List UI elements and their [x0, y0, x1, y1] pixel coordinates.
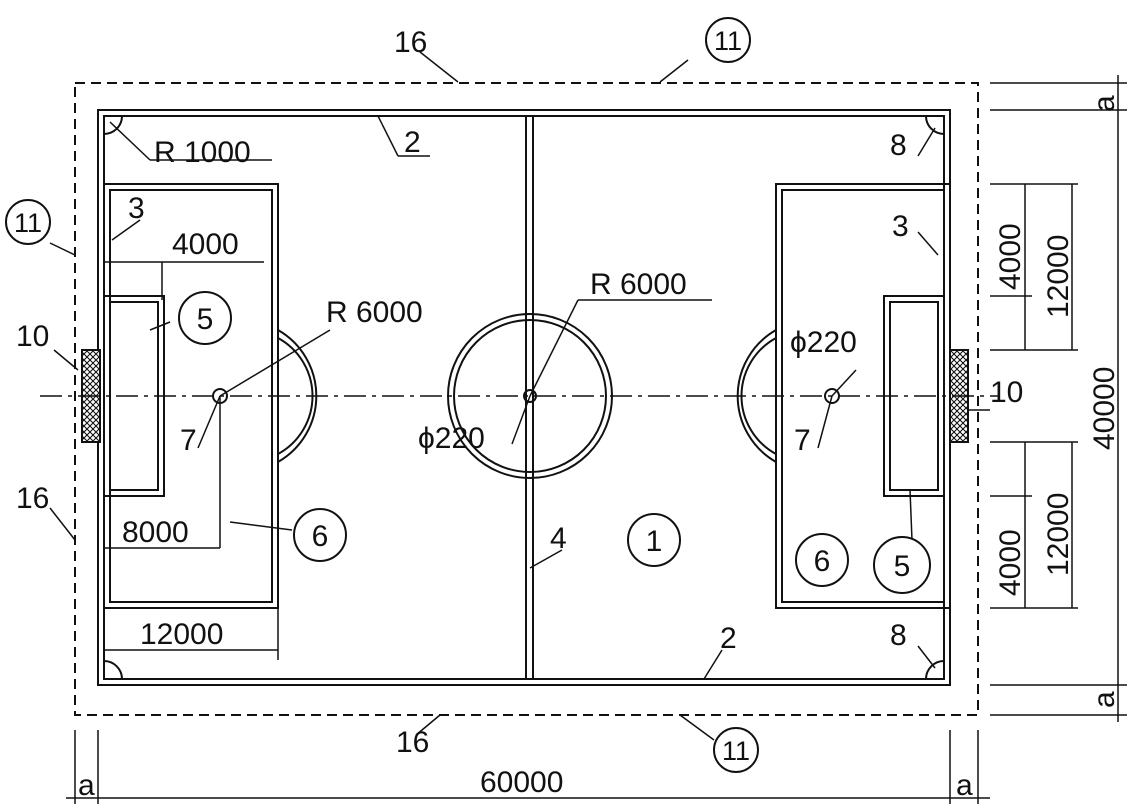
outer-boundary	[74, 82, 979, 716]
corner-arc-br	[925, 660, 945, 680]
label-goal-area-right: 5	[873, 536, 931, 594]
dim-spot-diameter-right: ϕ220	[790, 326, 857, 359]
label-penalty-zone-left: 6	[293, 508, 347, 562]
svg-text:5: 5	[197, 303, 214, 336]
dim-margin-bottom-left: a	[78, 769, 95, 802]
dim-penalty-spot-distance: 8000	[122, 516, 189, 549]
svg-text:11: 11	[14, 208, 42, 238]
label-corner-top: 8	[890, 129, 907, 162]
dim-spot-diameter-center: ϕ220	[418, 422, 485, 455]
label-surround-left: 11	[5, 199, 51, 245]
dim-circle-radius-center: R 6000	[590, 268, 687, 301]
label-boundary-left: 16	[16, 482, 49, 515]
svg-text:6: 6	[814, 545, 831, 578]
dim-right-goal-area-top: 4000	[994, 223, 1027, 290]
dim-margin-right-bottom: a	[1088, 691, 1121, 708]
corner-arc-tr	[925, 115, 945, 135]
dim-total-length: 60000	[480, 766, 563, 799]
label-penalty-area-right: 3	[892, 210, 909, 243]
corner-arc-bl	[103, 660, 123, 680]
label-penalty-spot-right: 7	[794, 424, 811, 457]
dim-margin-right-top: a	[1088, 95, 1121, 112]
dim-right-penalty-bottom: 12000	[1042, 493, 1075, 576]
svg-text:5: 5	[894, 550, 911, 583]
svg-text:6: 6	[312, 520, 329, 553]
label-field: 1	[627, 513, 681, 567]
label-boundary-bottom: 16	[396, 726, 429, 759]
dim-margin-bottom-right: a	[956, 769, 973, 802]
dim-circle-radius-left: R 6000	[326, 296, 423, 329]
label-penalty-zone-right: 6	[795, 533, 849, 587]
label-goal-left: 10	[16, 320, 49, 353]
svg-text:1: 1	[646, 525, 663, 558]
label-halfway-line: 4	[550, 522, 567, 555]
label-goal-right: 10	[990, 376, 1023, 409]
label-surround-top: 11	[705, 17, 751, 63]
label-sideline-top: 2	[404, 126, 421, 159]
label-corner-bottom: 8	[890, 619, 907, 652]
dimension-lines	[66, 75, 1127, 804]
dim-right-penalty-top: 12000	[1042, 235, 1075, 318]
label-surround-bottom: 11	[713, 727, 759, 773]
label-goal-area-left: 5	[178, 291, 232, 345]
dim-goal-area-depth: 4000	[172, 228, 239, 261]
leaders	[49, 51, 990, 741]
dim-corner-radius: R 1000	[154, 136, 251, 169]
dim-total-width: 40000	[1088, 367, 1121, 450]
label-sideline-bottom: 2	[720, 622, 737, 655]
svg-text:11: 11	[722, 736, 750, 766]
label-boundary-top: 16	[394, 26, 427, 59]
label-penalty-area-left: 3	[128, 192, 145, 225]
dim-right-goal-area-bottom: 4000	[994, 529, 1027, 596]
dim-penalty-area-depth: 12000	[140, 618, 223, 651]
label-penalty-spot-left: 7	[180, 424, 197, 457]
svg-text:11: 11	[714, 26, 742, 56]
